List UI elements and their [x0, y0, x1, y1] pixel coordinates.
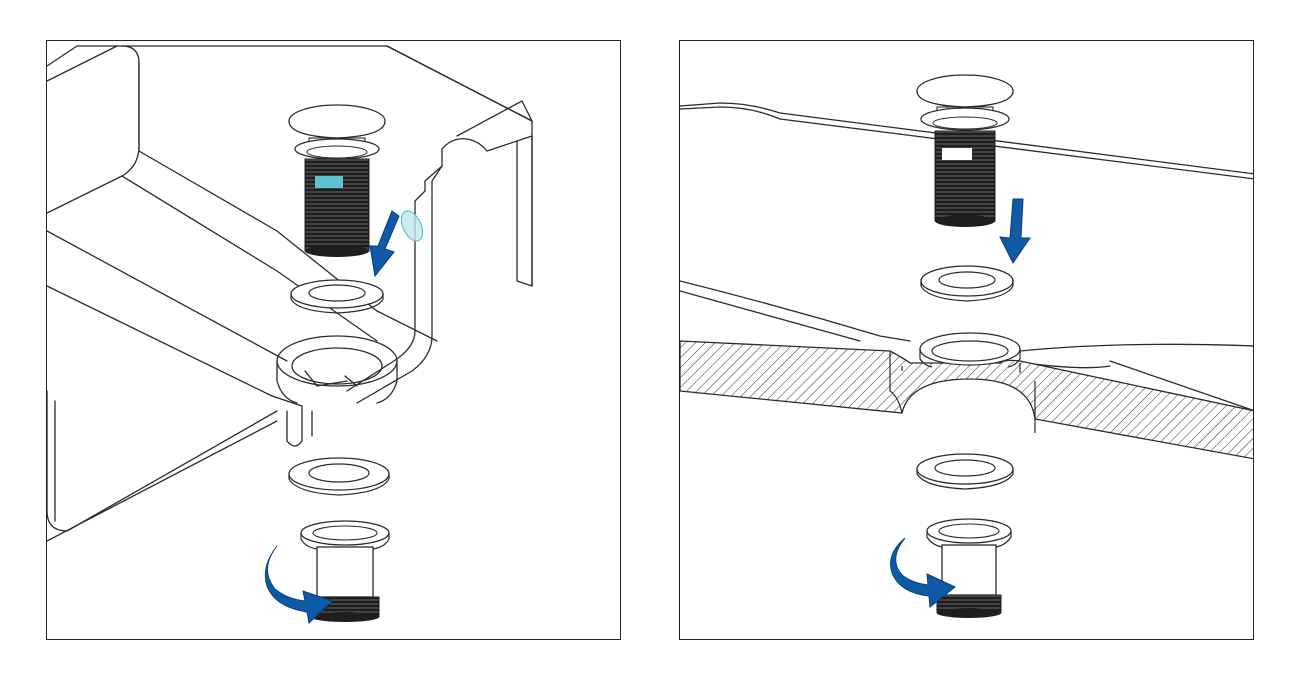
pop-up-plug — [916, 74, 1014, 227]
upper-washer — [920, 265, 1014, 302]
left-installation-diagram — [47, 45, 533, 625]
sink-drain-hole — [919, 332, 1021, 368]
lower-washer — [288, 457, 390, 496]
down-arrow — [999, 198, 1031, 264]
sink-drain-hole — [271, 335, 398, 447]
overflow-notch — [441, 138, 518, 152]
sink-cross-section — [680, 340, 1253, 460]
pop-up-plug — [288, 104, 386, 257]
left-installation-panel — [46, 40, 621, 640]
sink-rim — [680, 102, 1253, 411]
upper-washer — [290, 279, 384, 314]
plug-label-highlight — [315, 176, 343, 188]
right-installation-panel — [679, 40, 1254, 640]
rotate-arrow — [264, 545, 333, 625]
drain-body — [926, 518, 1012, 618]
lower-washer — [916, 453, 1014, 490]
plug-label-white — [942, 148, 972, 160]
right-installation-diagram — [680, 74, 1253, 618]
overflow-highlight — [400, 210, 424, 242]
rotate-arrow — [890, 537, 956, 608]
down-arrow — [369, 210, 400, 278]
sink-basin — [47, 45, 533, 542]
